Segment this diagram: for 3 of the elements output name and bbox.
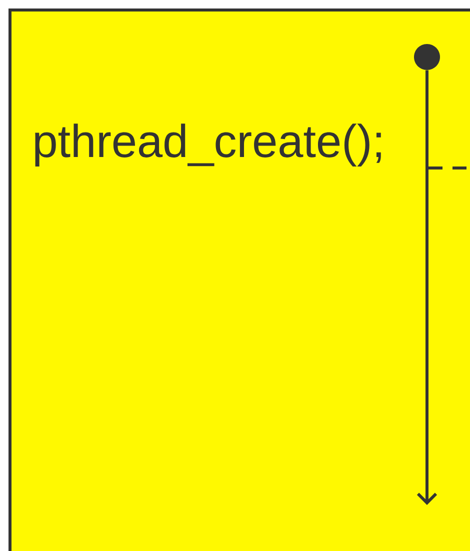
timeline-arrow [416,70,438,505]
thread-box: pthread_create(); [8,8,470,551]
start-dot [414,44,440,70]
